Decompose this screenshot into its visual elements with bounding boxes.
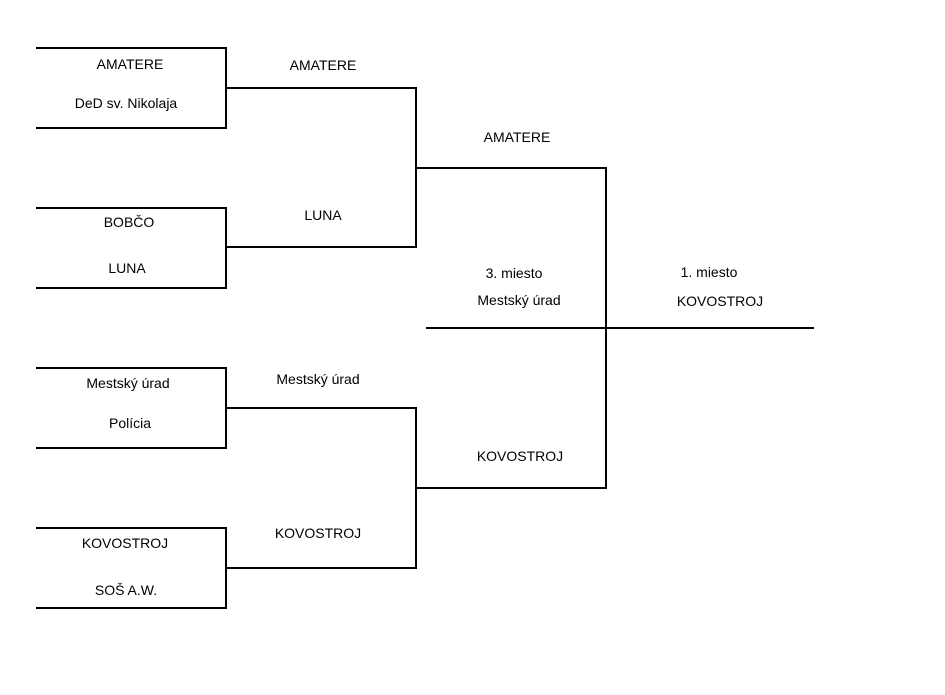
first-place-label: 1. miesto [680,264,738,280]
round2-winner-label: Mestský úrad [276,371,360,387]
team-label: BOBČO [103,214,155,230]
team-label: SOŠ A.W. [94,582,158,598]
first-place-team: KOVOSTROJ [676,293,764,309]
team-label: Polícia [108,415,152,431]
round2-winner-label: LUNA [304,207,342,223]
round2-top-connector [225,87,417,248]
team-label: Mestský úrad [86,375,170,391]
team-label: DeD sv. Nikolaja [74,95,178,111]
round2-winner-label: AMATERE [289,57,357,73]
third-place-team: Mestský úrad [477,292,561,308]
semifinal-winner-label: AMATERE [483,129,551,145]
team-label: AMATERE [96,56,164,72]
semifinal-winner-label: KOVOSTROJ [476,448,564,464]
team-label: KOVOSTROJ [81,535,169,551]
round2-bottom-connector [225,407,417,569]
round2-winner-label: KOVOSTROJ [274,525,362,541]
team-label: LUNA [108,260,146,276]
third-place-label: 3. miesto [485,265,543,281]
